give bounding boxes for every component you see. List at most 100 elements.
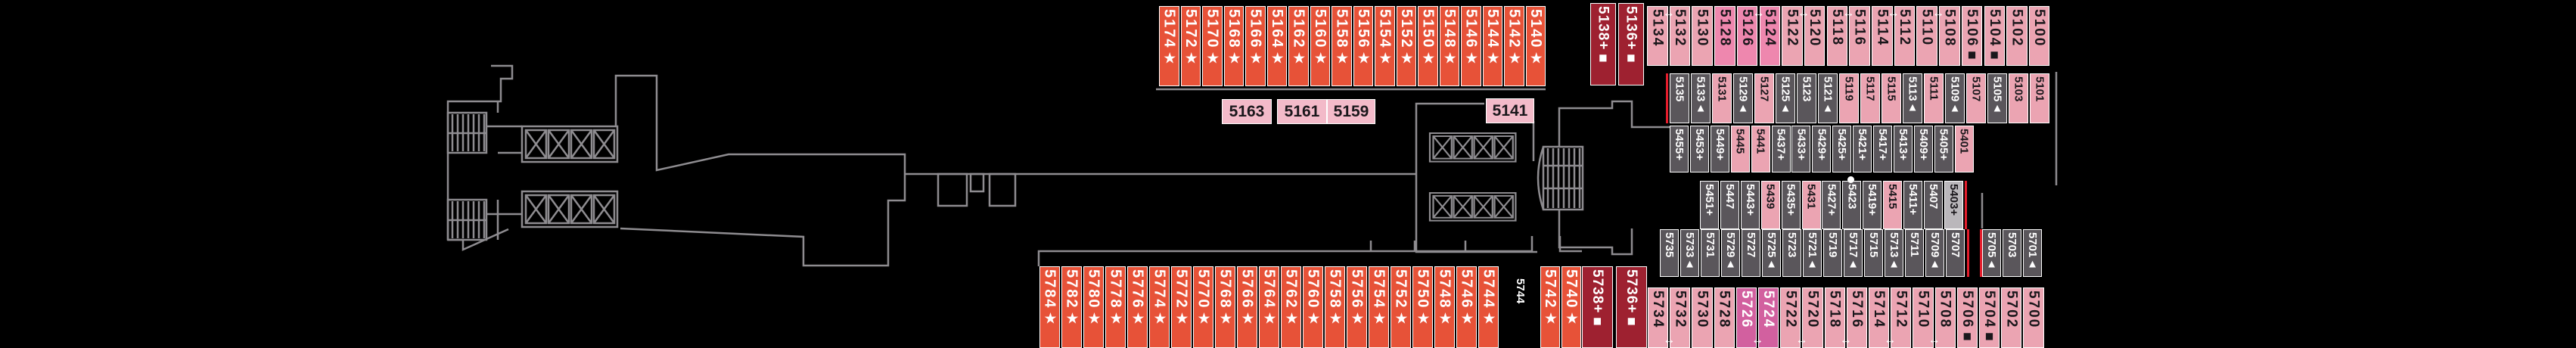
cabin-5161[interactable]: 5161 [1277, 99, 1327, 124]
cabin-5110[interactable]: 5110 [1916, 6, 1937, 66]
cabin-5701[interactable]: 5701▲ [2023, 229, 2042, 277]
cabin-5784[interactable]: 5784★ [1039, 266, 1060, 348]
cabin-5728[interactable]: 5728 [1714, 287, 1735, 348]
cabin-5118[interactable]: 5118 [1826, 6, 1848, 66]
cabin-5768[interactable]: 5768★ [1215, 266, 1235, 348]
cabin-5413[interactable]: 5413+ [1893, 126, 1913, 172]
cabin-5159[interactable]: 5159 [1327, 99, 1375, 124]
cabin-5168[interactable]: 5168★ [1223, 6, 1244, 86]
cabin-5704[interactable]: 5704■ [1979, 287, 2000, 348]
cabin-5750[interactable]: 5750★ [1412, 266, 1433, 348]
cabin-5174[interactable]: 5174★ [1159, 6, 1179, 86]
cabin-5712[interactable]: 5712 [1891, 287, 1912, 348]
cabin-5744[interactable]: 5744★ [1478, 266, 1499, 348]
cabin-5776[interactable]: 5776★ [1127, 266, 1148, 348]
cabin-5707[interactable]: 5707 [1946, 229, 1965, 277]
cabin-5107[interactable]: 5107 [1966, 73, 1986, 123]
cabin-5724[interactable]: 5724 [1758, 287, 1779, 348]
cabin-5780[interactable]: 5780★ [1083, 266, 1104, 348]
cabin-5439[interactable]: 5439 [1760, 181, 1780, 229]
cabin-5731[interactable]: 5731 [1701, 229, 1720, 277]
cabin-5403[interactable]: 5403+ [1944, 181, 1963, 229]
cabin-5142[interactable]: 5142★ [1504, 6, 1524, 86]
cabin-5770[interactable]: 5770★ [1193, 266, 1213, 348]
cabin-5407[interactable]: 5407 [1923, 181, 1943, 229]
cabin-5774[interactable]: 5774★ [1149, 266, 1170, 348]
cabin-5718[interactable]: 5718 [1824, 287, 1845, 348]
cabin-5170[interactable]: 5170★ [1202, 6, 1223, 86]
cabin-5700[interactable]: 5700 [2023, 287, 2044, 348]
cabin-5156[interactable]: 5156★ [1353, 6, 1373, 86]
cabin-5756[interactable]: 5756★ [1347, 266, 1367, 348]
cabin-5433[interactable]: 5433+ [1791, 126, 1811, 172]
cabin-5715[interactable]: 5715 [1864, 229, 1883, 277]
cabin-5713[interactable]: 5713▲ [1885, 229, 1903, 277]
cabin-5705[interactable]: 5705▲ [1982, 229, 2001, 277]
cabin-5106[interactable]: 5106■ [1961, 6, 1983, 66]
cabin-5733[interactable]: 5733▲ [1680, 229, 1699, 277]
cabin-5421[interactable]: 5421+ [1853, 126, 1872, 172]
cabin-5116[interactable]: 5116 [1849, 6, 1870, 66]
cabin-5163[interactable]: 5163 [1222, 99, 1272, 124]
cabin-5735[interactable]: 5735 [1660, 229, 1679, 277]
cabin-5764[interactable]: 5764★ [1259, 266, 1279, 348]
cabin-5441[interactable]: 5441 [1751, 126, 1770, 172]
cabin-5121[interactable]: 5121▲ [1818, 73, 1838, 123]
cabin-5766[interactable]: 5766★ [1237, 266, 1257, 348]
cabin-5738[interactable]: 5738+■ [1582, 266, 1613, 348]
cabin-5721[interactable]: 5721▲ [1803, 229, 1822, 277]
cabin-5417[interactable]: 5417+ [1873, 126, 1892, 172]
cabin-5166[interactable]: 5166★ [1245, 6, 1266, 86]
cabin-5164[interactable]: 5164★ [1266, 6, 1287, 86]
cabin-5154[interactable]: 5154★ [1375, 6, 1395, 86]
cabin-5431[interactable]: 5431 [1801, 181, 1821, 229]
cabin-5453[interactable]: 5453+ [1689, 126, 1709, 172]
cabin-5411[interactable]: 5411+ [1903, 181, 1922, 229]
cabin-5105[interactable]: 5105▲ [1987, 73, 2007, 123]
cabin-5148[interactable]: 5148★ [1439, 6, 1459, 86]
cabin-5772[interactable]: 5772★ [1171, 266, 1192, 348]
cabin-5103[interactable]: 5103 [2009, 73, 2028, 123]
cabin-5451[interactable]: 5451+ [1700, 181, 1719, 229]
cabin-5162[interactable]: 5162★ [1288, 6, 1309, 86]
cabin-5115[interactable]: 5115 [1882, 73, 1901, 123]
cabin-5113[interactable]: 5113▲ [1903, 73, 1922, 123]
cabin-5455[interactable]: 5455+ [1670, 126, 1689, 172]
cabin-5133[interactable]: 5133▲ [1691, 73, 1711, 123]
cabin-5748[interactable]: 5748★ [1434, 266, 1455, 348]
cabin-5138[interactable]: 5138+■ [1590, 3, 1616, 85]
cabin-5141[interactable]: 5141 [1486, 98, 1534, 123]
cabin-5101[interactable]: 5101 [2030, 73, 2049, 123]
cabin-5140[interactable]: 5140★ [1525, 6, 1546, 86]
cabin-5409[interactable]: 5409+ [1913, 126, 1933, 172]
cabin-5123[interactable]: 5123 [1797, 73, 1816, 123]
cabin-5730[interactable]: 5730 [1692, 287, 1713, 348]
cabin-5122[interactable]: 5122 [1782, 6, 1803, 66]
cabin-5104[interactable]: 5104■ [1984, 6, 2006, 66]
cabin-5125[interactable]: 5125▲ [1776, 73, 1795, 123]
cabin-5723[interactable]: 5723 [1782, 229, 1801, 277]
cabin-5443[interactable]: 5443+ [1740, 181, 1760, 229]
cabin-5158[interactable]: 5158★ [1332, 6, 1352, 86]
cabin-5111[interactable]: 5111 [1924, 73, 1944, 123]
cabin-5782[interactable]: 5782★ [1061, 266, 1082, 348]
cabin-5762[interactable]: 5762★ [1281, 266, 1301, 348]
cabin-5132[interactable]: 5132 [1669, 6, 1691, 66]
cabin-5144[interactable]: 5144★ [1482, 6, 1502, 86]
cabin-5720[interactable]: 5720 [1802, 287, 1823, 348]
cabin-5710[interactable]: 5710 [1913, 287, 1934, 348]
cabin-5729[interactable]: 5729▲ [1721, 229, 1740, 277]
cabin-5449[interactable]: 5449+ [1710, 126, 1729, 172]
cabin-5128[interactable]: 5128 [1714, 6, 1735, 66]
cabin-5736[interactable]: 5736+■ [1616, 266, 1647, 348]
cabin-5716[interactable]: 5716 [1846, 287, 1867, 348]
cabin-5425[interactable]: 5425+ [1832, 126, 1852, 172]
cabin-5146[interactable]: 5146★ [1461, 6, 1481, 86]
cabin-5437[interactable]: 5437+ [1771, 126, 1791, 172]
cabin-5124[interactable]: 5124 [1759, 6, 1781, 66]
cabin-5711[interactable]: 5711 [1905, 229, 1924, 277]
cabin-5714[interactable]: 5714 [1869, 287, 1890, 348]
cabin-5102[interactable]: 5102 [2006, 6, 2028, 66]
cabin-5744[interactable]: 5744 [1514, 278, 1527, 304]
cabin-5100[interactable]: 5100 [2028, 6, 2050, 66]
